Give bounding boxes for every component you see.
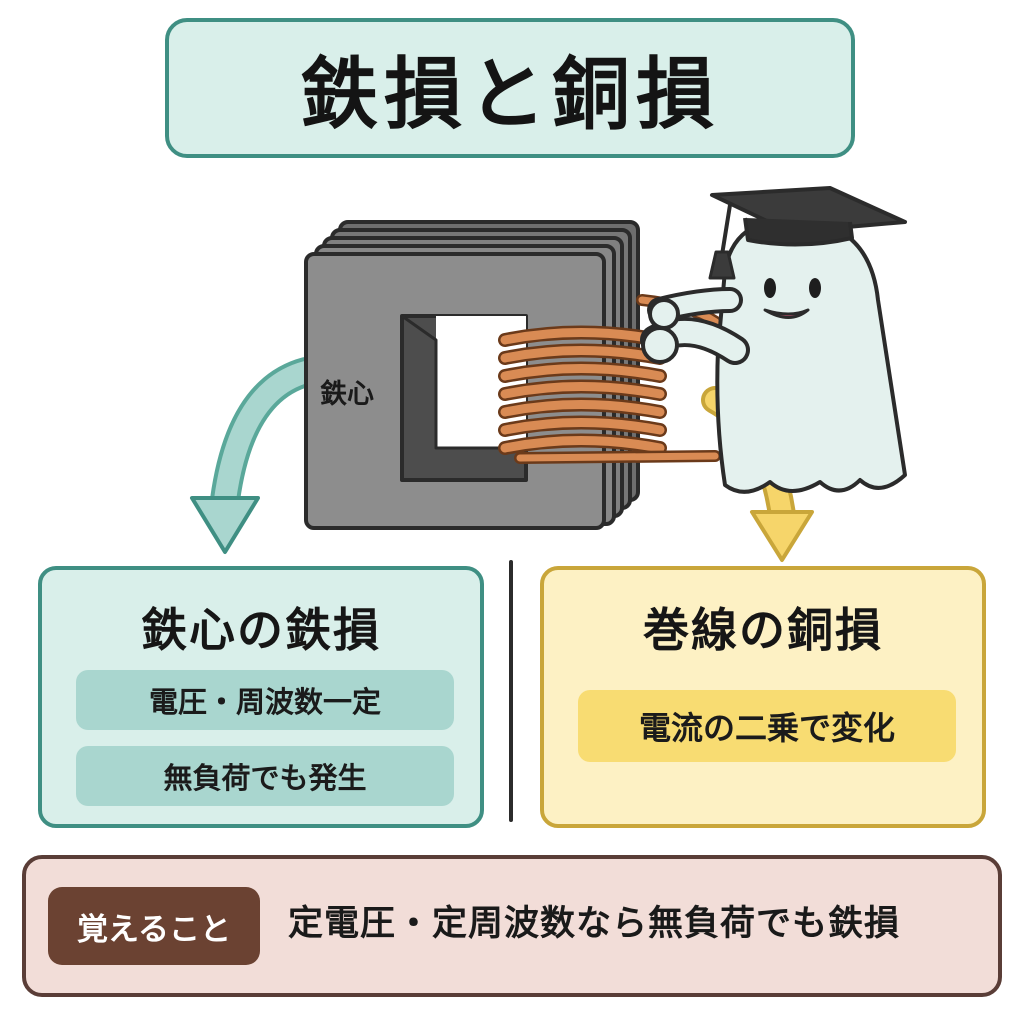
copper-loss-heading: 巻線の銅損 [643, 603, 883, 657]
ghost-mascot [640, 186, 907, 494]
iron-loss-point: 電圧・周波数一定 [76, 670, 454, 730]
panel-divider [509, 560, 513, 822]
iron-core-label: 鉄心 [320, 379, 374, 410]
title-banner: 鉄損と銅損 [165, 18, 855, 158]
iron-loss-heading: 鉄心の鉄損 [141, 603, 381, 657]
copper-loss-panel: 巻線の銅損 電流の二乗で変化 [540, 566, 986, 828]
memo-badge: 覚えること [48, 887, 260, 965]
page-title: 鉄損と銅損 [299, 50, 720, 140]
copper-loss-point: 電流の二乗で変化 [578, 690, 956, 762]
memo-text: 定電圧・定周波数なら無負荷でも鉄損 [288, 904, 901, 944]
iron-loss-point: 無負荷でも発生 [76, 746, 454, 806]
memo-box: 覚えること 定電圧・定周波数なら無負荷でも鉄損 [22, 855, 1002, 997]
iron-loss-panel: 鉄心の鉄損 電圧・周波数一定 無負荷でも発生 [38, 566, 484, 828]
